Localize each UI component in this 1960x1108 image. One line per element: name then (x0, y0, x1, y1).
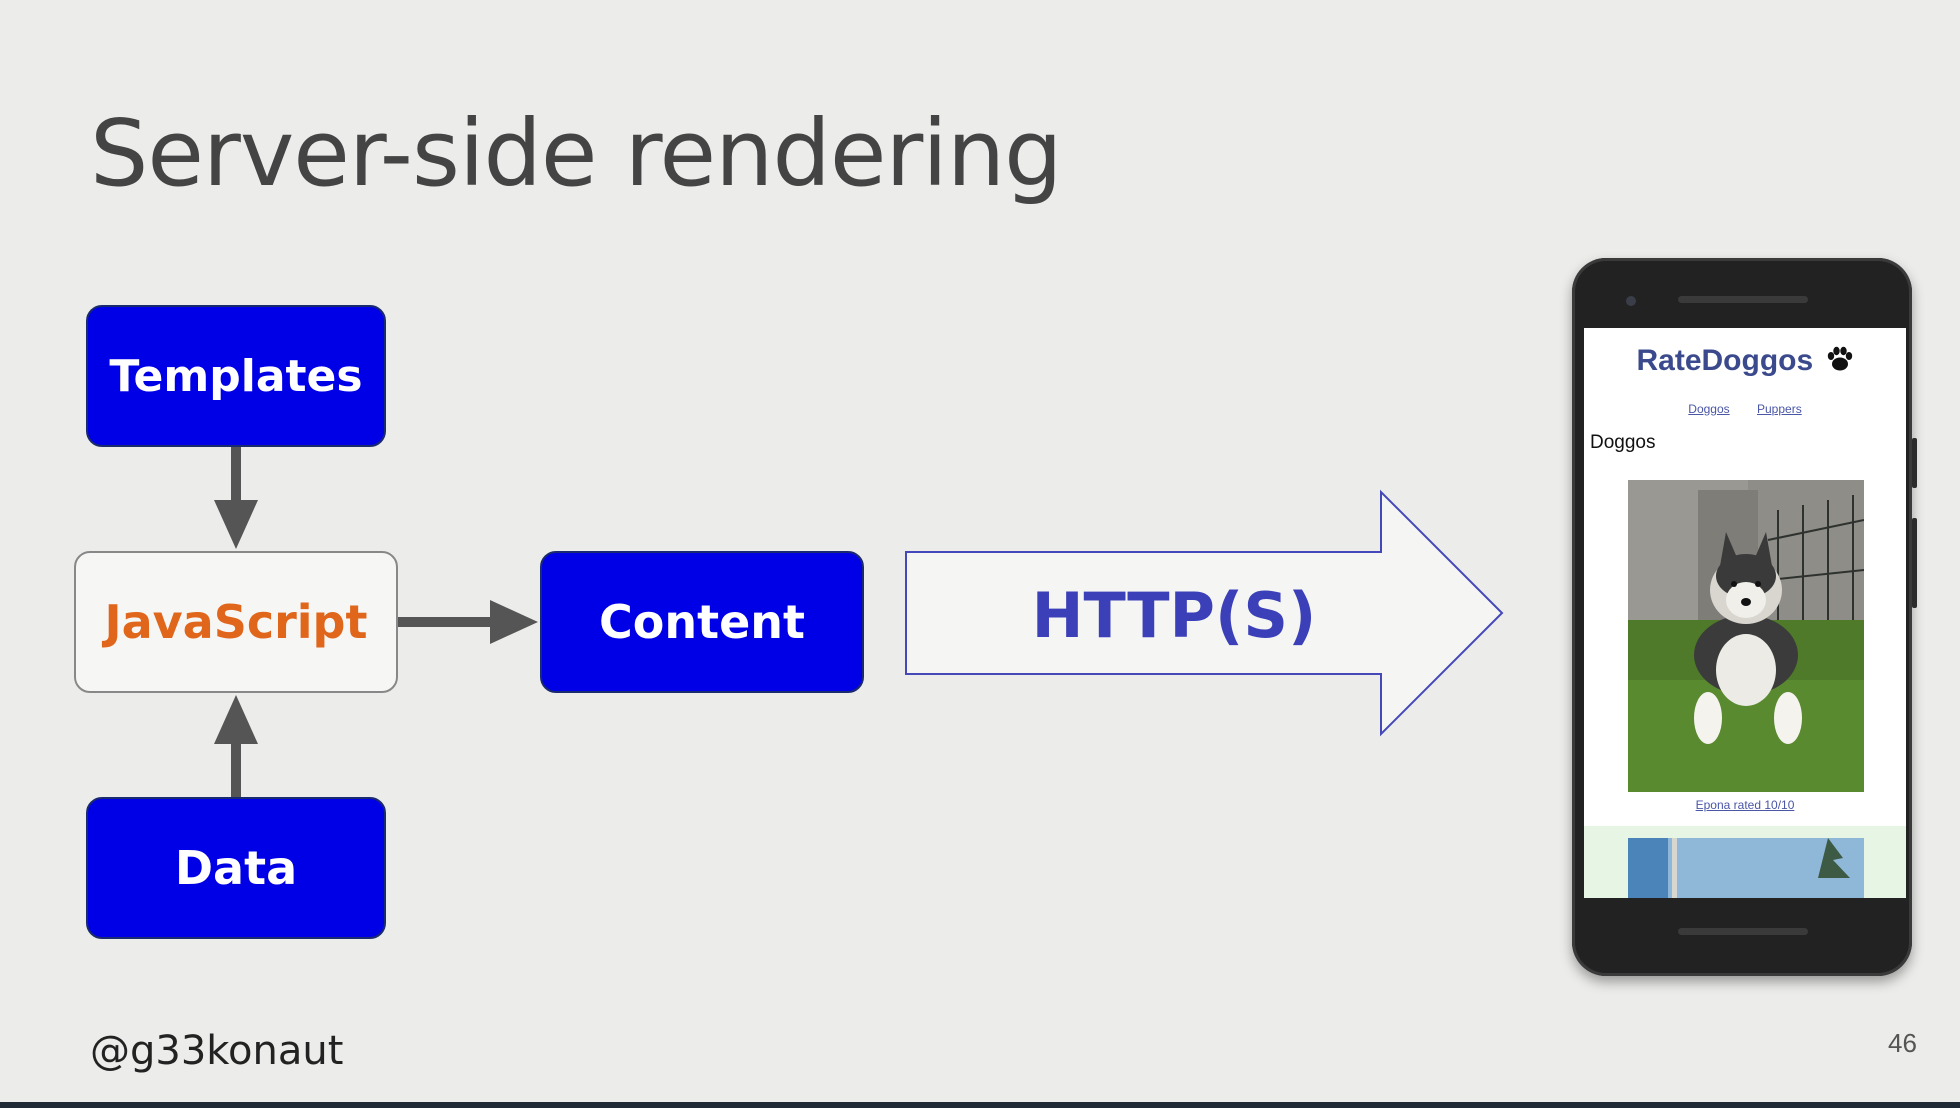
volume-button (1912, 438, 1917, 488)
site-title: RateDoggos (1584, 344, 1906, 378)
site-title-text: RateDoggos (1636, 344, 1814, 377)
phone-mockup: RateDoggos Doggos Puppers Doggos (1572, 258, 1917, 976)
data-box: Data (86, 797, 386, 939)
slide-title: Server-side rendering (90, 100, 1063, 207)
nav-link-doggos[interactable]: Doggos (1688, 402, 1730, 416)
photo-caption-link[interactable]: Epona rated 10/10 (1695, 798, 1795, 812)
http-label: HTTP(S) (1031, 578, 1317, 652)
bottom-speaker-grille (1678, 928, 1808, 935)
paw-icon (1827, 346, 1852, 371)
content-label: Content (598, 595, 806, 649)
power-button (1912, 518, 1917, 608)
javascript-box: JavaScript (74, 551, 398, 693)
http-arrow-shape (905, 489, 1504, 737)
javascript-label: JavaScript (104, 595, 368, 649)
bottom-bar (0, 1102, 1960, 1108)
dog-photo[interactable] (1628, 480, 1864, 792)
speaker-handle: @g33konaut (90, 1028, 344, 1074)
site-nav: Doggos Puppers (1584, 402, 1906, 416)
templates-box: Templates (86, 305, 386, 447)
section-heading: Doggos (1590, 432, 1656, 453)
next-dog-photo[interactable] (1628, 838, 1864, 898)
data-label: Data (174, 841, 298, 895)
nav-link-puppers[interactable]: Puppers (1757, 402, 1802, 416)
content-box: Content (540, 551, 864, 693)
phone-screen: RateDoggos Doggos Puppers Doggos (1584, 328, 1906, 898)
templates-label: Templates (109, 350, 363, 402)
arrow-data-to-javascript (214, 695, 258, 797)
arrow-templates-to-javascript (214, 447, 258, 549)
page-number: 46 (1888, 1028, 1917, 1058)
arrow-javascript-to-content (398, 600, 538, 644)
front-camera-icon (1626, 296, 1636, 306)
speaker-grille (1678, 296, 1808, 303)
